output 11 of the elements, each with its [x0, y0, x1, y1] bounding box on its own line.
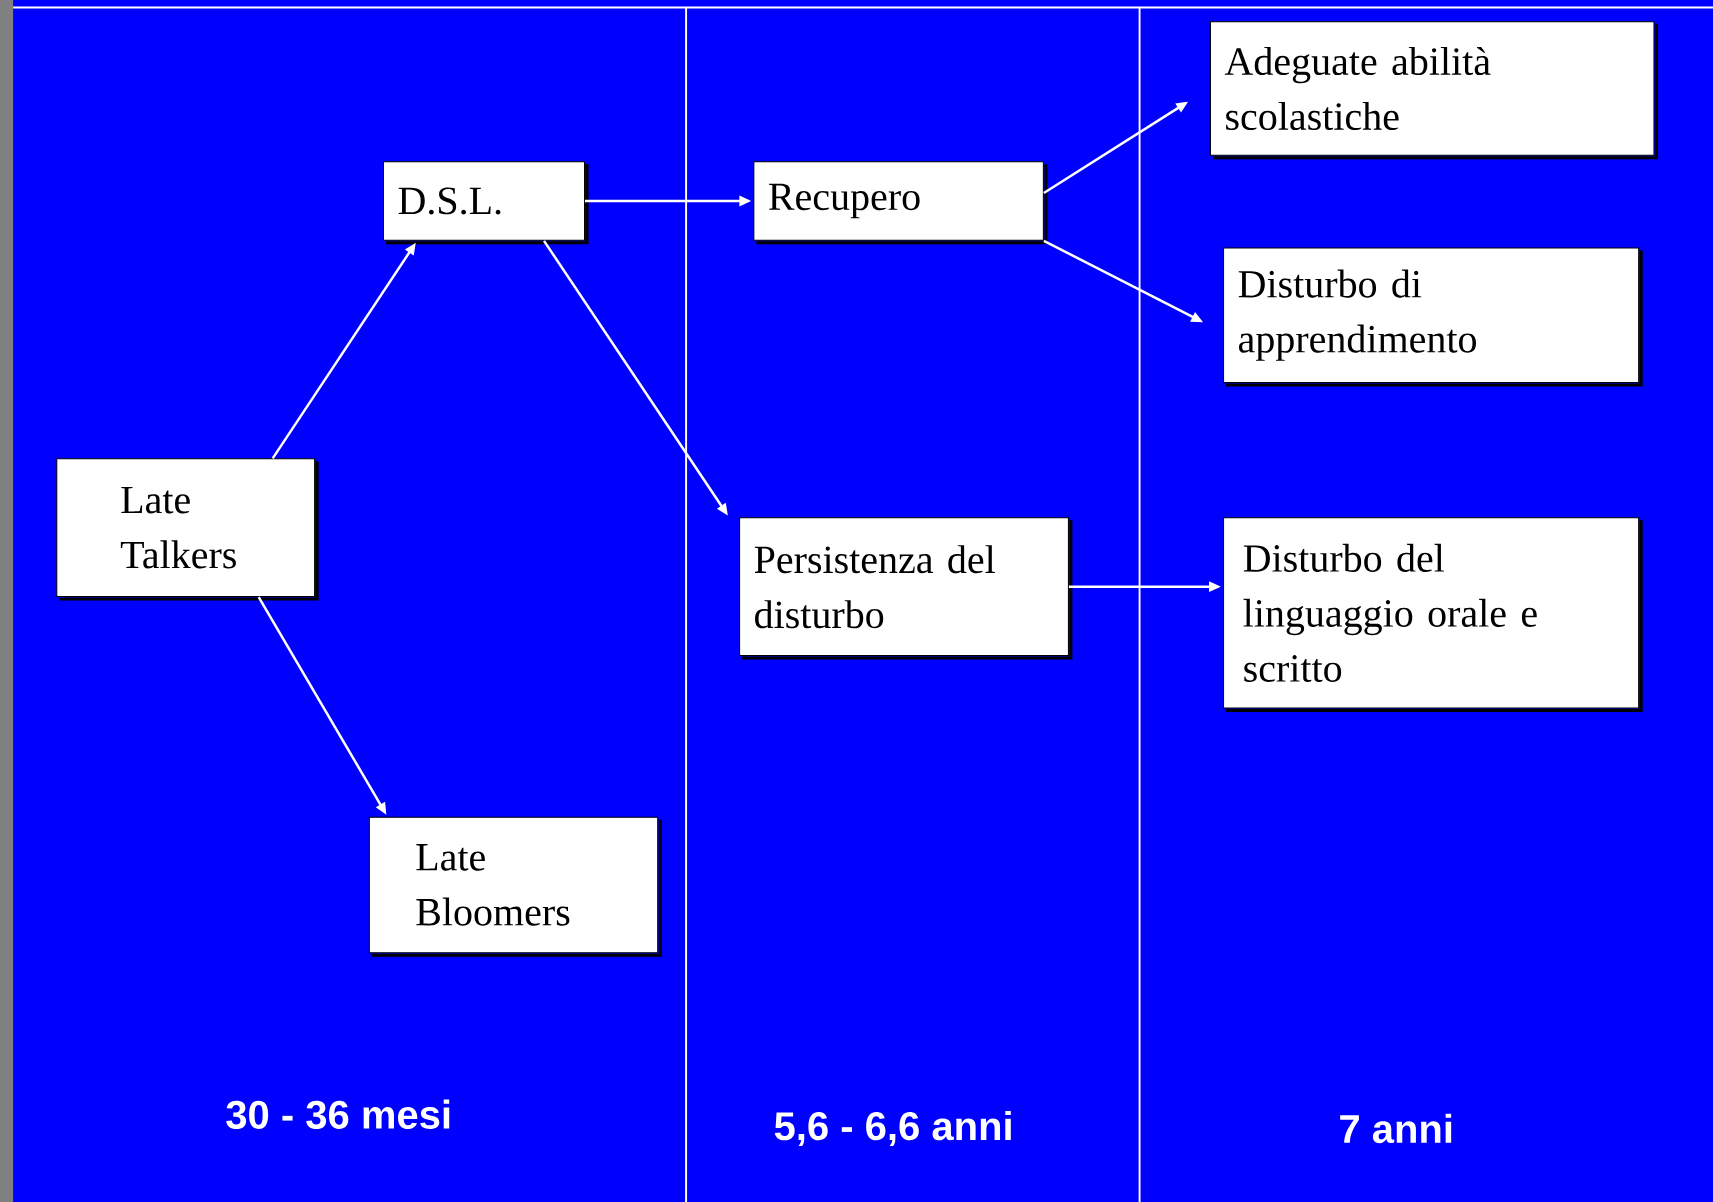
- text-box: Adeguate abilità scolastiche: [1209, 21, 1658, 160]
- text-box: Recupero: [753, 161, 1048, 245]
- period-label: 7 anni: [1340, 1113, 1452, 1144]
- text-box: Disturbo del linguaggio orale e scritto: [1223, 517, 1643, 712]
- period-label: 30 - 36 mesi: [226, 1099, 450, 1130]
- text-box: Late Talkers: [56, 458, 319, 601]
- text-box: Persistenza del disturbo: [739, 517, 1073, 660]
- period-label: 5,6 - 6,6 anni: [774, 1110, 1011, 1147]
- text-box: Late Bloomers: [368, 816, 662, 957]
- text-box: Disturbo di apprendimento: [1223, 247, 1643, 387]
- text-box: D.S.L.: [383, 161, 589, 245]
